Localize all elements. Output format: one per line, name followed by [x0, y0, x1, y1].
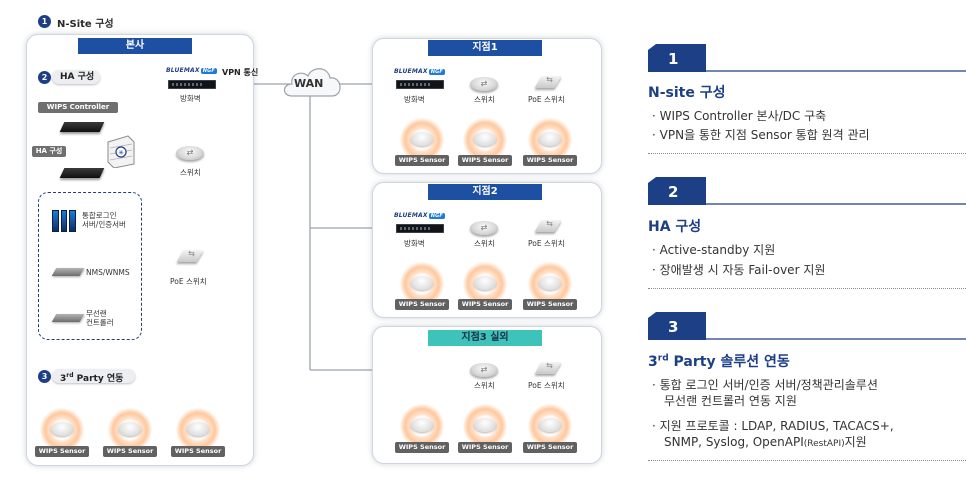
branch3-sensor-1-icon [400, 404, 444, 448]
wips-controller-primary-icon [59, 122, 105, 132]
hq-sensor-2-icon [108, 408, 152, 452]
firewall-wall-icon: ✳ [107, 135, 135, 168]
branch3-sensor-3-icon [528, 404, 572, 448]
wlan-controller-label: 무선랜 컨트롤러 [86, 309, 114, 327]
branch3-sensor-1-label: WIPS Sensor [395, 442, 449, 453]
branch2-sensor-3-label: WIPS Sensor [523, 299, 577, 310]
controller-icon [51, 314, 85, 322]
hq-title-bar: 본사 [78, 38, 192, 54]
branch2-sensor-3-icon [528, 262, 572, 306]
wips-controller-secondary-icon [59, 168, 105, 178]
hq-sensor-1-label: WIPS Sensor [35, 446, 89, 457]
branch2-sensor-1-icon [400, 262, 444, 306]
branch2-title-bar: 지점2 [428, 184, 542, 200]
section3-title: 3rd Party 솔루션 연동 [648, 353, 790, 370]
server-icon [52, 210, 77, 232]
third-party-number-badge: 3 [38, 370, 51, 383]
hq-switch-label: 스위치 [180, 168, 201, 177]
hq-poe-switch-label: PoE 스위치 [170, 277, 207, 286]
branch1-sensor-1-icon [400, 118, 444, 162]
section1-divider [648, 153, 966, 154]
hq-sensor-3-label: WIPS Sensor [171, 446, 225, 457]
branch1-sensor-2-icon [463, 118, 507, 162]
branch2-sensor-2-label: WIPS Sensor [458, 299, 512, 310]
section1-title: N-site 구성 [648, 85, 726, 101]
nms-icon [51, 268, 85, 276]
branch2-sensor-2-icon [463, 262, 507, 306]
nms-label: NMS/WNMS [86, 268, 130, 277]
branch3-title-bar: 지점3 실외 [428, 330, 542, 346]
nsite-heading: N-Site 구성 [57, 19, 114, 30]
branch2-firewall-icon [396, 224, 444, 233]
branch3-switch-icon [470, 363, 498, 377]
section2-bullet-1: · Active-standby 지원 [652, 243, 776, 257]
section3-bullet-1: · 통합 로그인 서버/인증 서버/정책관리솔루션 [652, 378, 878, 392]
hq-sensor-2-label: WIPS Sensor [103, 446, 157, 457]
wips-controller-label: WIPS Controller [38, 102, 118, 113]
section1-number: 1 [668, 50, 679, 68]
section1-number-tab [648, 44, 966, 72]
section1-bullet-2: · VPN을 통한 지점 Sensor 통합 원격 관리 [652, 128, 870, 142]
svg-text:✳: ✳ [118, 149, 124, 157]
auth-server-label: 통합로그인 서버/인증서버 [82, 211, 126, 229]
branch2-switch-icon [470, 221, 498, 235]
vpn-label: VPN 통신 [222, 68, 259, 77]
section3-bullet-2: · 지원 프로토콜 : LDAP, RADIUS, TACACS+, [652, 419, 894, 433]
hq-switch-icon [176, 146, 204, 160]
ha-number-badge: 2 [38, 71, 51, 84]
section2-bullet-2: · 장애발생 시 자동 Fail-over 지원 [652, 263, 826, 277]
branch1-switch-label: 스위치 [474, 95, 495, 104]
branch1-firewall-label: 방화벽 [404, 95, 425, 104]
ha-badge: HA 구성 [32, 146, 66, 157]
section3-bullet-1-cont: 무선랜 컨트롤러 연동 지원 [664, 394, 797, 408]
branch1-sensor-3-label: WIPS Sensor [523, 155, 577, 166]
branch1-title-bar: 지점1 [428, 40, 542, 56]
nsite-number-badge: 1 [38, 15, 51, 28]
section3-divider [648, 460, 966, 461]
ha-heading: HA 구성 [52, 70, 101, 84]
branch2-sensor-1-label: WIPS Sensor [395, 299, 449, 310]
section1-bullet-1: · WIPS Controller 본사/DC 구축 [652, 109, 827, 123]
branch1-poe-switch-label: PoE 스위치 [528, 95, 565, 104]
branch3-switch-label: 스위치 [474, 381, 495, 390]
section3-number-tab [648, 312, 966, 340]
branch1-switch-icon [470, 77, 498, 91]
section3-number: 3 [668, 318, 679, 336]
branch1-sensor-2-label: WIPS Sensor [458, 155, 512, 166]
section2-divider [648, 288, 966, 289]
hq-sensor-1-icon [40, 408, 84, 452]
branch2-switch-label: 스위치 [474, 239, 495, 248]
hq-firewall-icon [168, 80, 216, 89]
section3-bullet-2-cont: SNMP, Syslog, OpenAPI(RestAPI)지원 [664, 435, 867, 449]
hq-sensor-3-icon [176, 408, 220, 452]
branch3-sensor-2-icon [463, 404, 507, 448]
branch3-sensor-2-label: WIPS Sensor [458, 442, 512, 453]
third-party-heading: 3rd Party 연동 [52, 369, 136, 384]
branch3-sensor-3-label: WIPS Sensor [523, 442, 577, 453]
wan-cloud-icon [283, 68, 341, 97]
branch1-sensor-1-label: WIPS Sensor [395, 155, 449, 166]
branch2-poe-switch-label: PoE 스위치 [528, 239, 565, 248]
section2-number: 2 [668, 183, 679, 201]
hq-firewall-label: 방화벽 [180, 94, 201, 103]
wan-label: WAN [294, 77, 324, 90]
branch1-firewall-icon [396, 80, 444, 89]
branch1-sensor-3-icon [528, 118, 572, 162]
section2-title: HA 구성 [648, 219, 702, 235]
branch2-firewall-label: 방화벽 [404, 239, 425, 248]
branch3-poe-switch-label: PoE 스위치 [528, 381, 565, 390]
section2-number-tab [648, 177, 966, 205]
